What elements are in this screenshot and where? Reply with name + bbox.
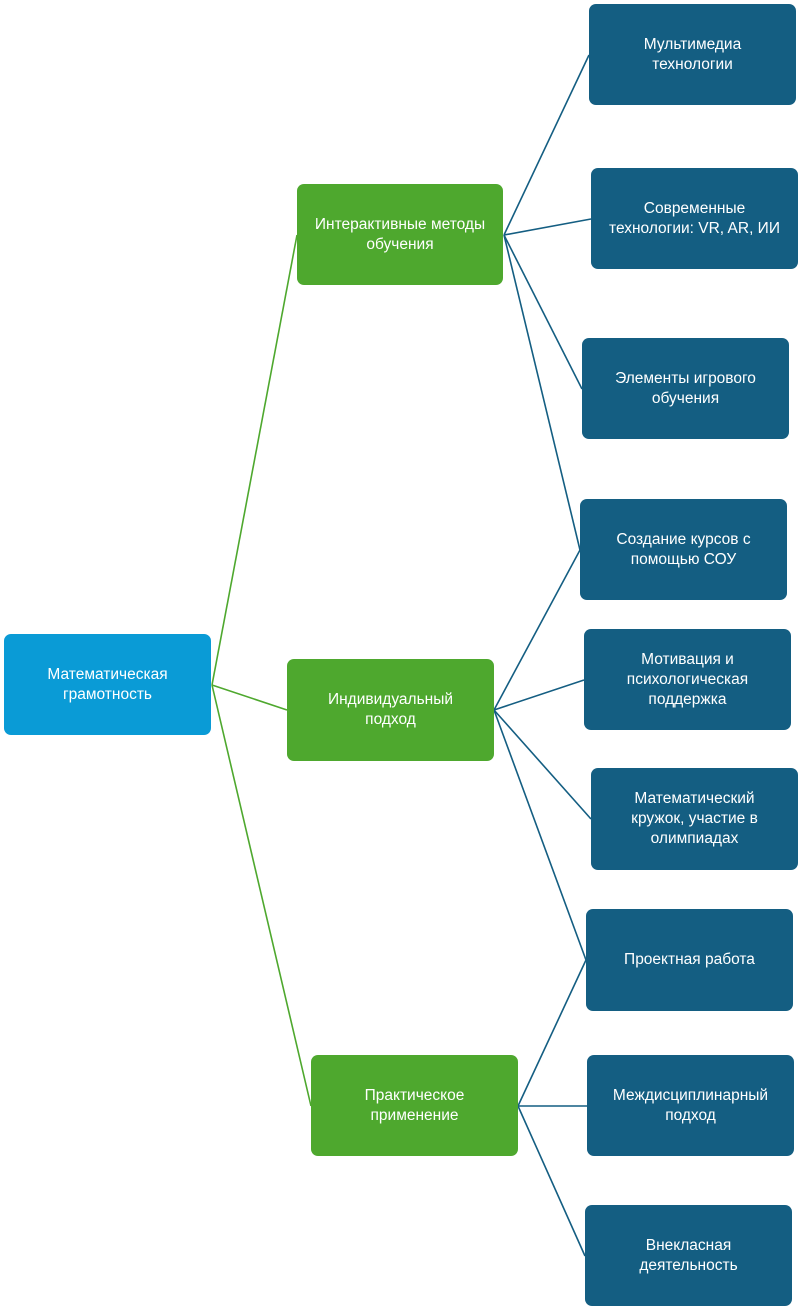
connector-individual-to-club: [493, 709, 592, 820]
leaf-extracurricular-activity: Внекласная деятельность: [585, 1205, 792, 1306]
leaf-project-work: Проектная работа: [586, 909, 793, 1011]
leaf-interdisciplinary-approach: Междисциплинарный подход: [587, 1055, 794, 1156]
leaf-course-creation: Создание курсов с помощью СОУ: [580, 499, 787, 600]
branch-interactive-methods: Интерактивные методы обучения: [297, 184, 503, 285]
branch-practical-application: Практическое применение: [311, 1055, 518, 1156]
connector-root-to-individual: [211, 684, 288, 711]
leaf-game-elements: Элементы игрового обучения: [582, 338, 789, 439]
branch-individual-approach: Индивидуальный подход: [287, 659, 494, 761]
root-node: Математическая грамотность: [4, 634, 211, 735]
leaf-math-club-olympiads: Математический кружок, участие в олимпиа…: [591, 768, 798, 870]
leaf-modern-technologies: Современные технологии: VR, AR, ИИ: [591, 168, 798, 269]
connector-individual-to-motivation: [493, 679, 585, 711]
connector-individual-to-project: [493, 709, 587, 961]
leaf-multimedia-technologies: Мультимедиа технологии: [589, 4, 796, 105]
connector-practical-to-extracurric: [517, 1105, 586, 1257]
connector-root-to-interactive: [211, 234, 298, 686]
connector-root-to-practical: [211, 684, 312, 1107]
connector-individual-to-courses: [493, 549, 581, 711]
connector-interactive-to-multimedia: [503, 54, 590, 236]
leaf-motivation-support: Мотивация и психологическая поддержка: [584, 629, 791, 730]
connector-interactive-to-modern-tech: [503, 218, 592, 236]
connector-practical-to-project: [517, 959, 587, 1107]
connector-interactive-to-game: [503, 234, 583, 390]
connector-interactive-to-courses: [503, 234, 581, 551]
